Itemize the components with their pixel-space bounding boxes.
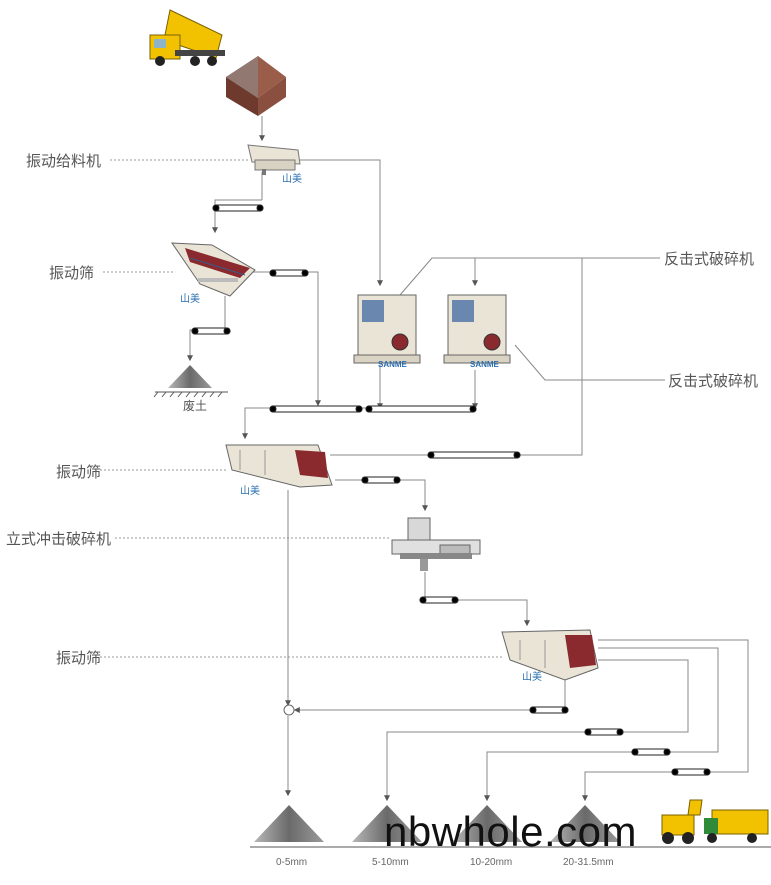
label-vibrating-screen-2: 振动筛 (56, 463, 102, 481)
label-vibrating-feeder: 振动给料机 (26, 152, 102, 170)
label-vibrating-screen-3: 振动筛 (56, 649, 102, 667)
conveyor-11 (631, 748, 671, 756)
product-label-3: 20-31.5mm (563, 857, 614, 868)
conveyor-3 (191, 327, 231, 335)
product-label-0: 0-5mm (276, 857, 308, 868)
conveyor-5 (365, 405, 477, 413)
conveyor-9 (529, 706, 569, 714)
product-label-2: 10-20mm (470, 857, 513, 868)
product-piles (250, 805, 771, 848)
merge-node (283, 704, 295, 716)
flow-lines (187, 116, 749, 802)
product-label-1: 5-10mm (372, 857, 409, 868)
brand-mark-screen-3: 山美 (522, 672, 542, 683)
leader-lines (100, 159, 502, 658)
conveyor-8 (419, 596, 459, 604)
conveyor-4 (269, 405, 363, 413)
impact-crusher-1 (353, 294, 421, 364)
vibrating-screen-3 (501, 629, 599, 681)
raw-material-bin (226, 56, 286, 116)
conveyor-7 (361, 476, 401, 484)
vibrating-feeder (247, 144, 301, 175)
vsi-crusher (391, 517, 481, 571)
conveyor-1 (212, 204, 264, 212)
conveyor-12 (671, 768, 711, 776)
dump-truck-top (149, 9, 225, 66)
vibrating-screen-1 (171, 242, 256, 297)
brand-mark-screen-2: 山美 (240, 486, 260, 497)
conveyor-10 (584, 728, 624, 736)
label-waste: 废土 (183, 399, 208, 413)
label-vsi-crusher: 立式冲击破碎机 (6, 530, 112, 548)
watermark: nbwhole.com (384, 808, 637, 855)
conveyor-belts (191, 204, 711, 776)
conveyor-6 (427, 451, 521, 459)
waste-pile (153, 365, 228, 398)
label-impact-crusher-2: 反击式破碎机 (668, 372, 759, 390)
pile-0-5mm (254, 805, 324, 842)
vibrating-screen-2 (225, 444, 333, 488)
crusher-leader-lines (399, 257, 665, 381)
brand-sanme-1: SANME (378, 360, 407, 369)
label-vibrating-screen-1: 振动筛 (49, 264, 95, 282)
pile-5-10mm (352, 805, 422, 842)
conveyor-2 (269, 269, 309, 277)
label-impact-crusher-1: 反击式破碎机 (664, 250, 755, 268)
brand-sanme-2: SANME (470, 360, 499, 369)
loader-and-truck (661, 799, 769, 844)
pile-20-31.5mm (550, 805, 620, 842)
impact-crusher-2 (443, 294, 511, 364)
pile-10-20mm (452, 805, 522, 842)
brand-mark-screen-1: 山美 (180, 294, 200, 305)
brand-mark-feeder: 山美 (282, 174, 302, 185)
